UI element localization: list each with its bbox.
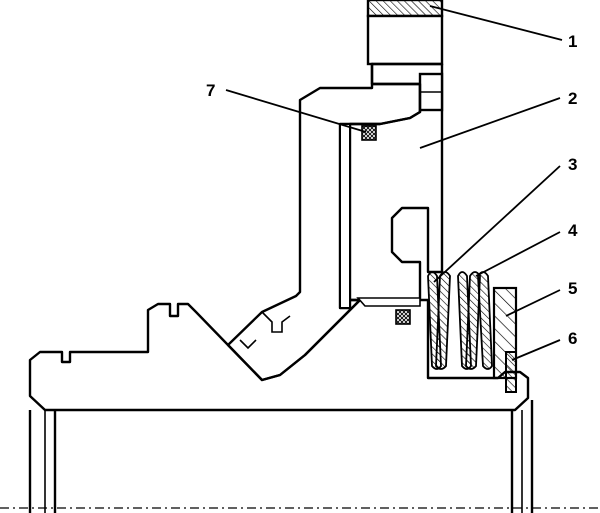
- part-1-ring: [366, 0, 444, 66]
- part-6-retaining-ring: [505, 351, 517, 393]
- hub-body: [28, 297, 530, 412]
- callout-5: 5: [568, 279, 577, 298]
- leader-3: [433, 165, 561, 283]
- leader-lines: [225, 5, 563, 361]
- part-7-o-ring: [361, 125, 377, 141]
- callout-1: 1: [568, 32, 577, 51]
- leader-7: [225, 89, 367, 133]
- leader-1: [429, 5, 563, 41]
- leader-4: [475, 231, 561, 277]
- leader-2: [419, 97, 561, 149]
- callout-2: 2: [568, 89, 577, 108]
- hub-bore: [0, 400, 600, 513]
- callout-6: 6: [568, 329, 577, 348]
- callout-3: 3: [568, 155, 577, 174]
- lower-o-ring: [395, 309, 411, 325]
- leader-5: [505, 289, 561, 317]
- callout-labels: 1 2 3 4 5 6 7: [206, 32, 578, 348]
- part-3-4-spring-stack: [427, 271, 493, 370]
- part-2-piston: [348, 62, 444, 302]
- callout-7: 7: [206, 81, 215, 100]
- callout-4: 4: [568, 221, 578, 240]
- leader-6: [511, 339, 561, 361]
